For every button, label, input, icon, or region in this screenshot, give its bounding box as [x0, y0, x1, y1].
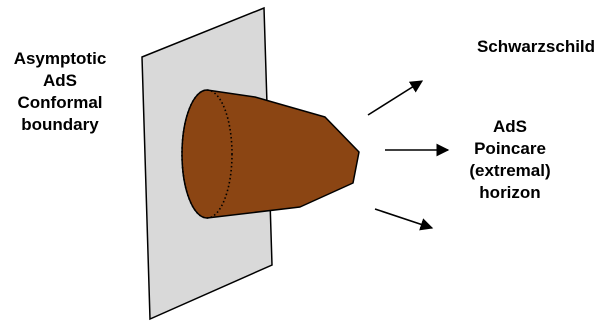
- schwarzschild-label: Schwarzschild: [466, 36, 606, 58]
- arrow-down-right-icon: [374, 208, 434, 231]
- boundary-label: Asymptotic AdS Conformal boundary: [0, 48, 120, 136]
- boundary-intersection-ellipse: [181, 89, 233, 219]
- poincare-label-line-2: Poincare: [474, 139, 546, 158]
- poincare-label-line-4: horizon: [479, 183, 541, 202]
- poincare-horizon-label: AdS Poincare (extremal) horizon: [455, 116, 565, 204]
- bulk-solid: [181, 89, 360, 219]
- boundary-label-line-1: Asymptotic: [13, 49, 107, 68]
- poincare-label-line-3: (extremal): [469, 161, 551, 180]
- boundary-label-line-4: boundary: [21, 115, 99, 134]
- boundary-label-line-2: AdS: [43, 71, 77, 90]
- boundary-label-line-3: Conformal: [17, 93, 103, 112]
- arrow-up-right-icon: [367, 80, 424, 116]
- schwarzschild-label-text: Schwarzschild: [476, 37, 596, 56]
- poincare-label-line-1: AdS: [493, 117, 527, 136]
